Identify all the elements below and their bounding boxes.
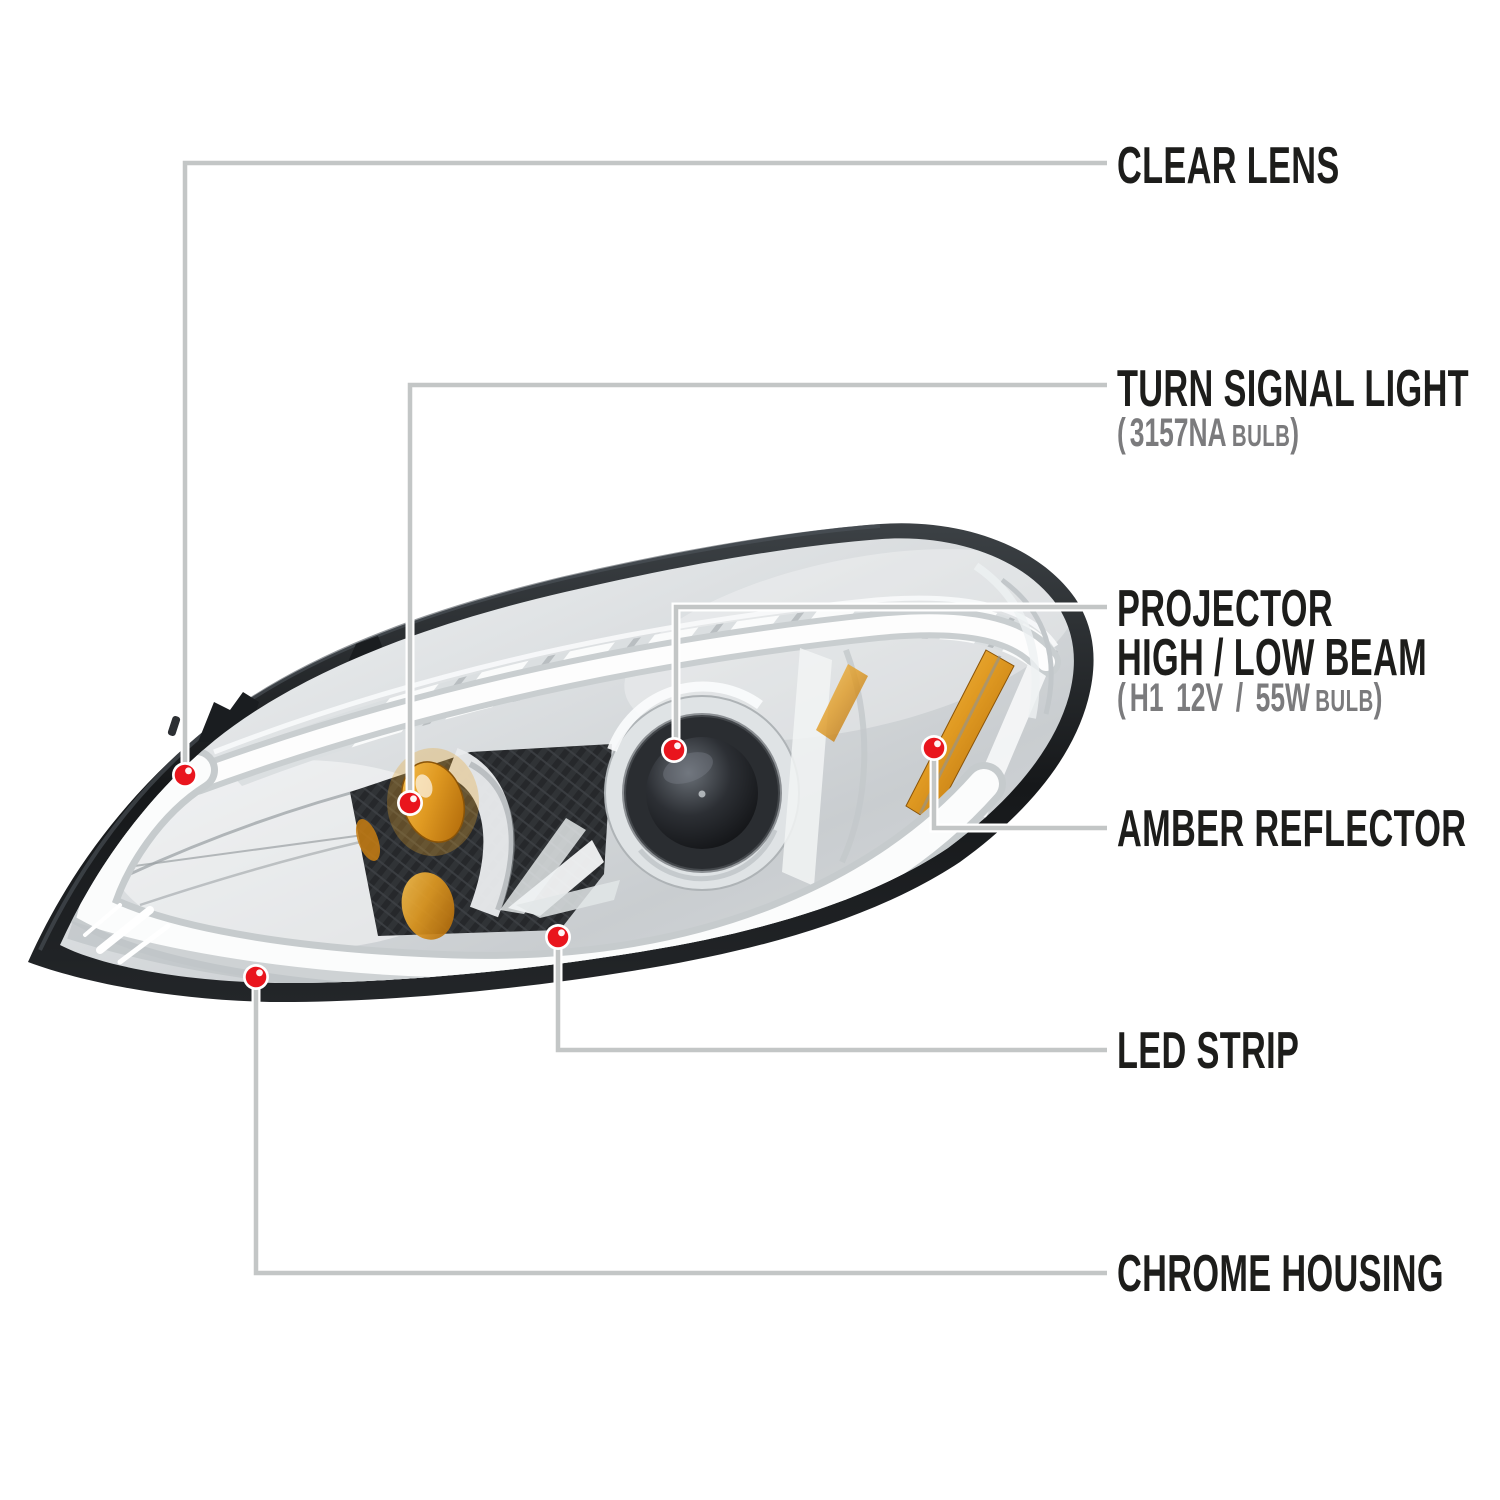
callout-dot-turn-signal	[397, 790, 423, 816]
callout-dot-amber-reflector	[921, 735, 947, 761]
led-tube-upper-core	[187, 614, 1055, 789]
base-streak	[83, 903, 122, 937]
cavity-chrome-rib-shadow	[468, 761, 515, 912]
bulb-paren-open: (	[1117, 676, 1126, 720]
callout-label-chrome-housing: CHROME HOUSING	[1117, 1245, 1444, 1303]
turn-signal-bulb-highlight	[415, 774, 433, 798]
callout-line-amber-reflector	[929, 748, 1107, 833]
callout-line-led-strip	[553, 937, 1107, 1055]
callout-label-clear-lens: CLEAR LENS	[1117, 137, 1340, 195]
callout-label-led-strip: LED STRIP	[1117, 1022, 1300, 1080]
callout-label-amber-reflector: AMBER REFLECTOR	[1117, 800, 1467, 858]
bulb-word: BULB	[1315, 683, 1374, 718]
bulb-paren-close: )	[1373, 676, 1383, 720]
callout-label-projector-line2: HIGH / LOW BEAM	[1117, 629, 1427, 687]
mounting-pin	[167, 716, 181, 736]
callout-dot-projector	[661, 737, 687, 763]
rim-top-gloss	[38, 524, 881, 951]
headlight-photo	[28, 523, 1094, 1003]
chrome-ridge	[782, 648, 832, 886]
base-streak	[96, 906, 154, 954]
callout-line-projector	[671, 602, 1107, 750]
amber-reflector-strip-small	[816, 664, 868, 742]
callout-lines	[180, 158, 1107, 1278]
callout-line-turn-signal	[405, 380, 1107, 803]
chrome-fan-wedge	[516, 880, 620, 918]
cavity-chrome-rib	[445, 748, 514, 918]
led-strip-bar-core	[76, 755, 999, 984]
chrome-fan-wedge	[500, 818, 586, 914]
callout-dots	[172, 735, 947, 990]
callout-dot-led-strip	[545, 924, 571, 950]
corner-curve-highlight	[973, 562, 1040, 719]
callout-line-chrome-housing	[251, 977, 1107, 1278]
corner-curve	[1000, 577, 1054, 715]
base-streak	[117, 923, 171, 965]
amber-sliver	[355, 819, 381, 861]
turn-signal-bulb-reflection	[401, 872, 455, 940]
callout-dot-clear-lens	[172, 762, 198, 788]
bulb-code: 3157NA	[1129, 411, 1227, 455]
callout-dot-chrome-housing	[243, 964, 269, 990]
callout-line-clear-lens	[180, 158, 1107, 775]
callout-label-projector-line1: PROJECTOR	[1117, 580, 1333, 638]
bulb-word: BULB	[1231, 418, 1291, 453]
bulb-code: H1 12V / 55W	[1129, 676, 1310, 720]
callout-label-turn-signal: TURN SIGNAL LIGHT	[1117, 360, 1469, 418]
bulb-paren-close: )	[1290, 411, 1300, 455]
bulb-paren-open: (	[1117, 411, 1126, 455]
